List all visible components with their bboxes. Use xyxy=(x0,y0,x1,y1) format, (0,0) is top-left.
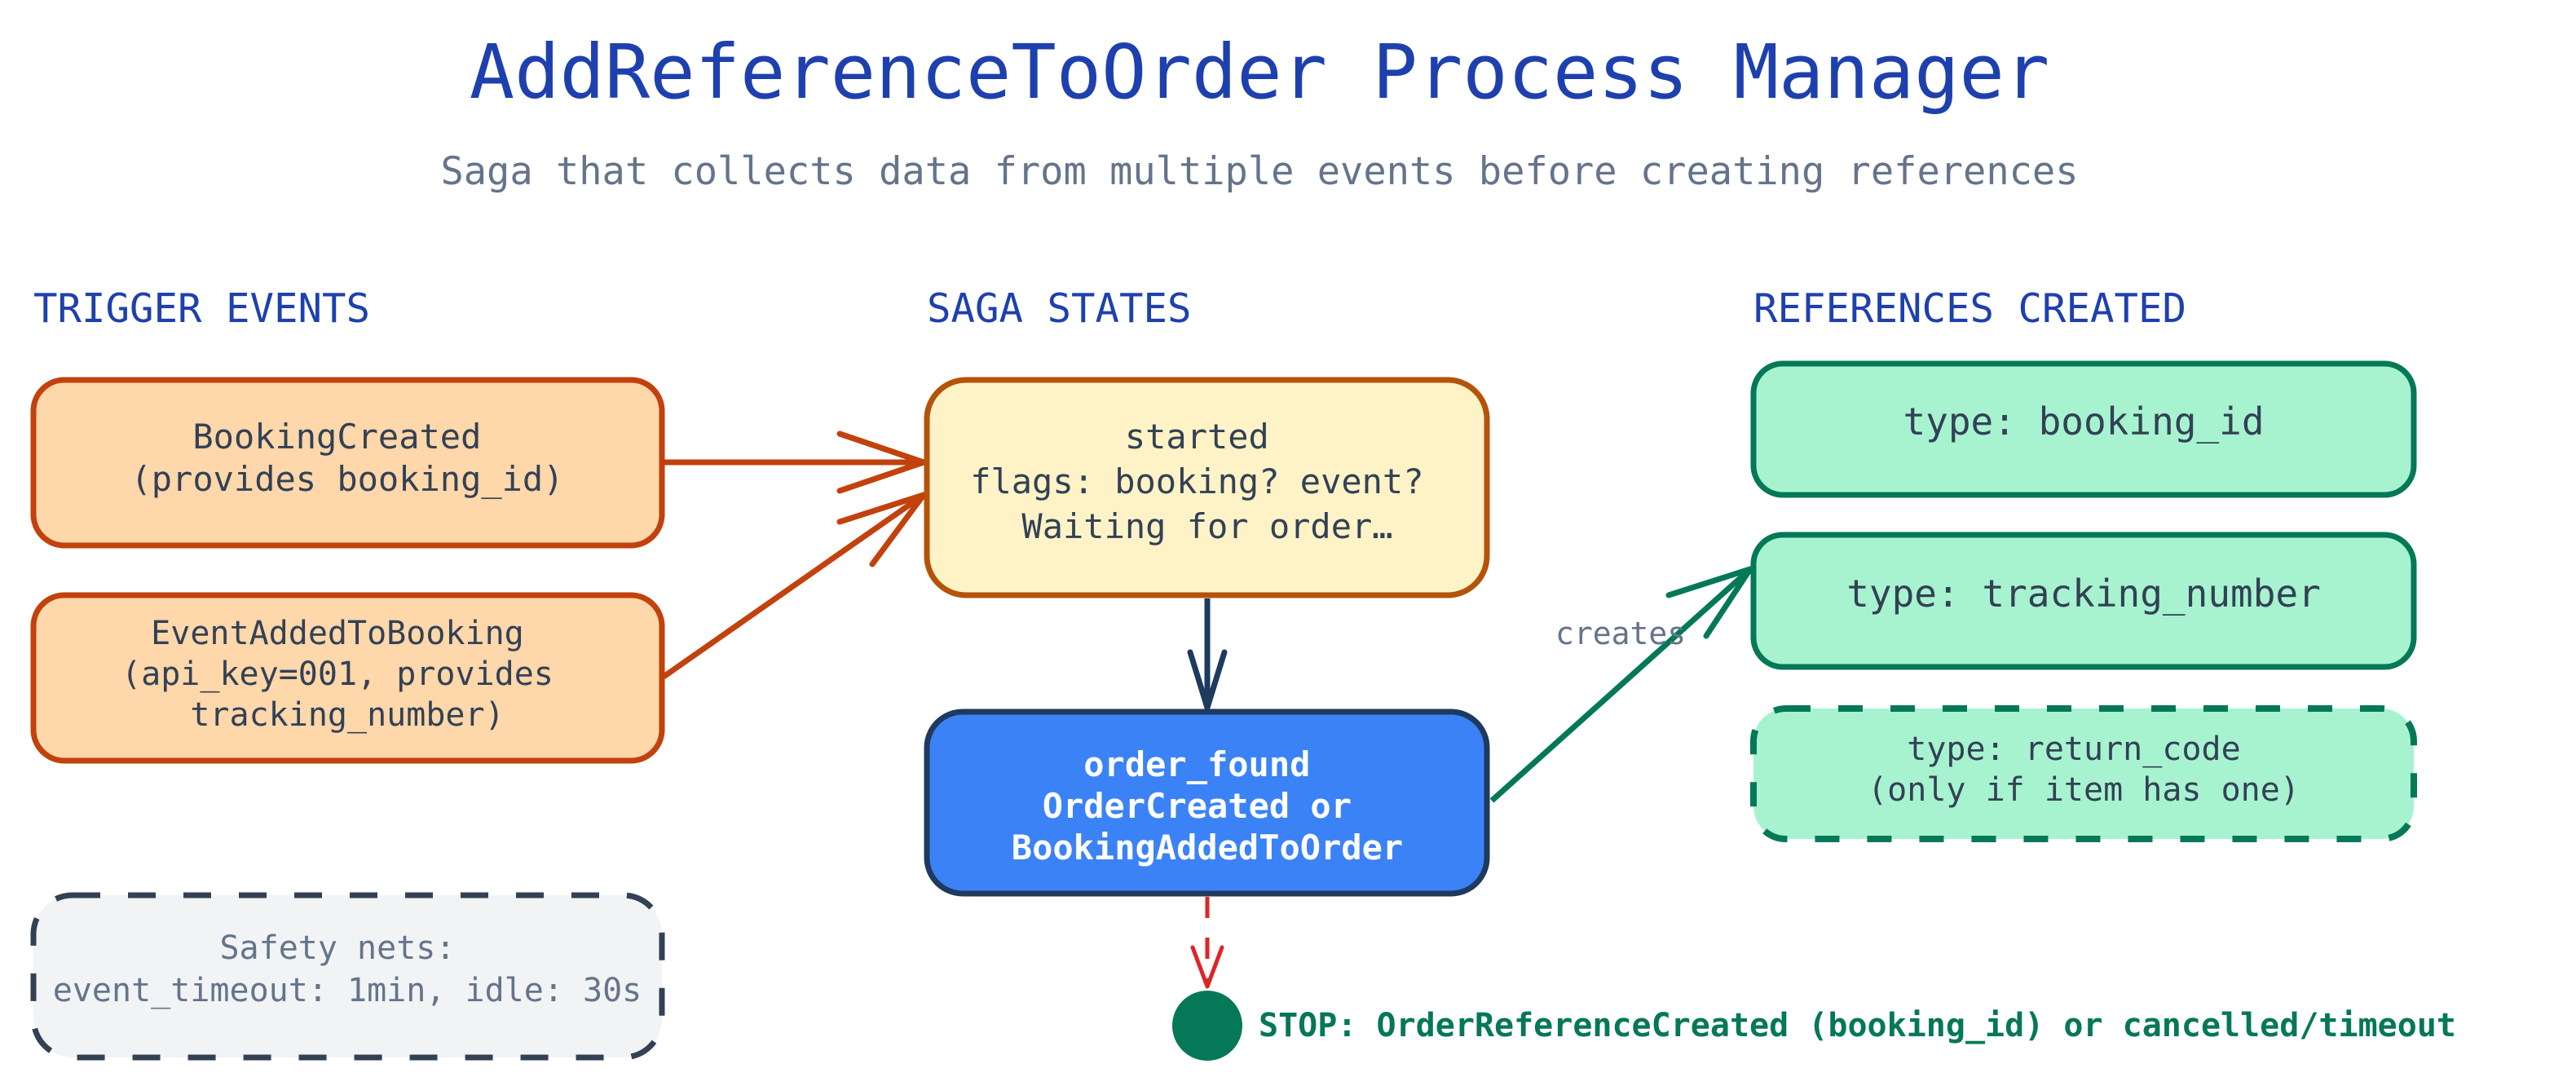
trigger-line: (api_key=001, provides xyxy=(121,656,554,693)
reference-booking-id: type: booking_id xyxy=(1750,360,2417,498)
svg-text:order_found OrderCreated: order_found OrderCreated or BookingAdded… xyxy=(1012,744,1403,867)
edge-label-creates: creates xyxy=(1555,616,1686,651)
arrowhead-booking-created xyxy=(836,430,927,494)
trigger-line: EventAddedToBooking xyxy=(151,615,524,652)
arrowhead-started-to-order-found xyxy=(1187,649,1228,711)
reference-line: (only if item has one) xyxy=(1868,771,2300,809)
arrowhead-event-added xyxy=(836,492,927,567)
reference-line: type: booking_id xyxy=(1903,400,2264,444)
safety-nets-line: event_timeout: 1min, idle: 30s xyxy=(53,972,642,1009)
heading-references-created: REFERENCES CREATED xyxy=(1753,285,2186,332)
state-line: started xyxy=(1125,417,1269,457)
reference-return-code-optional: type: return_code (only if item has one) xyxy=(1750,705,2417,842)
trigger-booking-created: BookingCreated (provides booking_id) xyxy=(30,377,665,549)
reference-line: type: return_code xyxy=(1907,731,2240,768)
trigger-line: BookingCreated xyxy=(192,417,481,457)
svg-text:type: tracking_number: type: tracking_number xyxy=(1846,572,2321,616)
state-order-found: order_found OrderCreated or BookingAdded… xyxy=(924,709,1490,897)
state-line: order_found xyxy=(1083,744,1310,784)
stop-circle-icon xyxy=(1172,991,1242,1061)
edges: creates xyxy=(661,430,1753,989)
arrowhead-stop xyxy=(1190,945,1224,989)
trigger-line: (provides booking_id) xyxy=(130,459,563,499)
reference-line: type: tracking_number xyxy=(1846,572,2321,616)
state-started: started flags: booking? event? Waiting f… xyxy=(924,377,1490,598)
svg-text:EventAddedToBooking (api: EventAddedToBooking (api_key=001, provid… xyxy=(121,615,573,734)
state-line: flags: booking? event? xyxy=(970,461,1423,501)
svg-text:BookingCreated (provides: BookingCreated (provides booking_id) xyxy=(130,417,563,499)
safety-nets-note: Safety nets: event_timeout: 1min, idle: … xyxy=(30,892,665,1061)
svg-text:Safety nets: event_timeo: Safety nets: event_timeout: 1min, idle: … xyxy=(53,929,642,1009)
state-line: BookingAddedToOrder xyxy=(1012,828,1403,867)
heading-trigger-events: TRIGGER EVENTS xyxy=(33,285,370,332)
heading-saga-states: SAGA STATES xyxy=(927,285,1192,332)
svg-text:type: booking_id: type: booking_id xyxy=(1903,400,2264,444)
edge-event-added-to-started xyxy=(661,492,926,679)
stop-label: STOP: OrderReferenceCreated (booking_id)… xyxy=(1259,1007,2456,1044)
page-subtitle: Saga that collects data from multiple ev… xyxy=(440,149,2078,194)
svg-text:started flags: booking?: started flags: booking? event? Waiting f… xyxy=(970,417,1445,546)
page-title: AddReferenceToOrder Process Manager xyxy=(470,29,2050,116)
safety-nets-line: Safety nets: xyxy=(219,929,455,967)
trigger-line: tracking_number) xyxy=(190,696,504,734)
reference-tracking-number: type: tracking_number xyxy=(1750,532,2417,670)
svg-text:type: return_code (only: type: return_code (only if item has one) xyxy=(1868,731,2300,809)
edge-order-found-creates-references xyxy=(1489,567,1753,803)
state-line: OrderCreated or xyxy=(1043,786,1352,826)
state-line: Waiting for order… xyxy=(1021,506,1392,546)
trigger-event-added-to-booking: EventAddedToBooking (api_key=001, provid… xyxy=(30,592,665,764)
arrowhead-creates xyxy=(1665,566,1753,639)
